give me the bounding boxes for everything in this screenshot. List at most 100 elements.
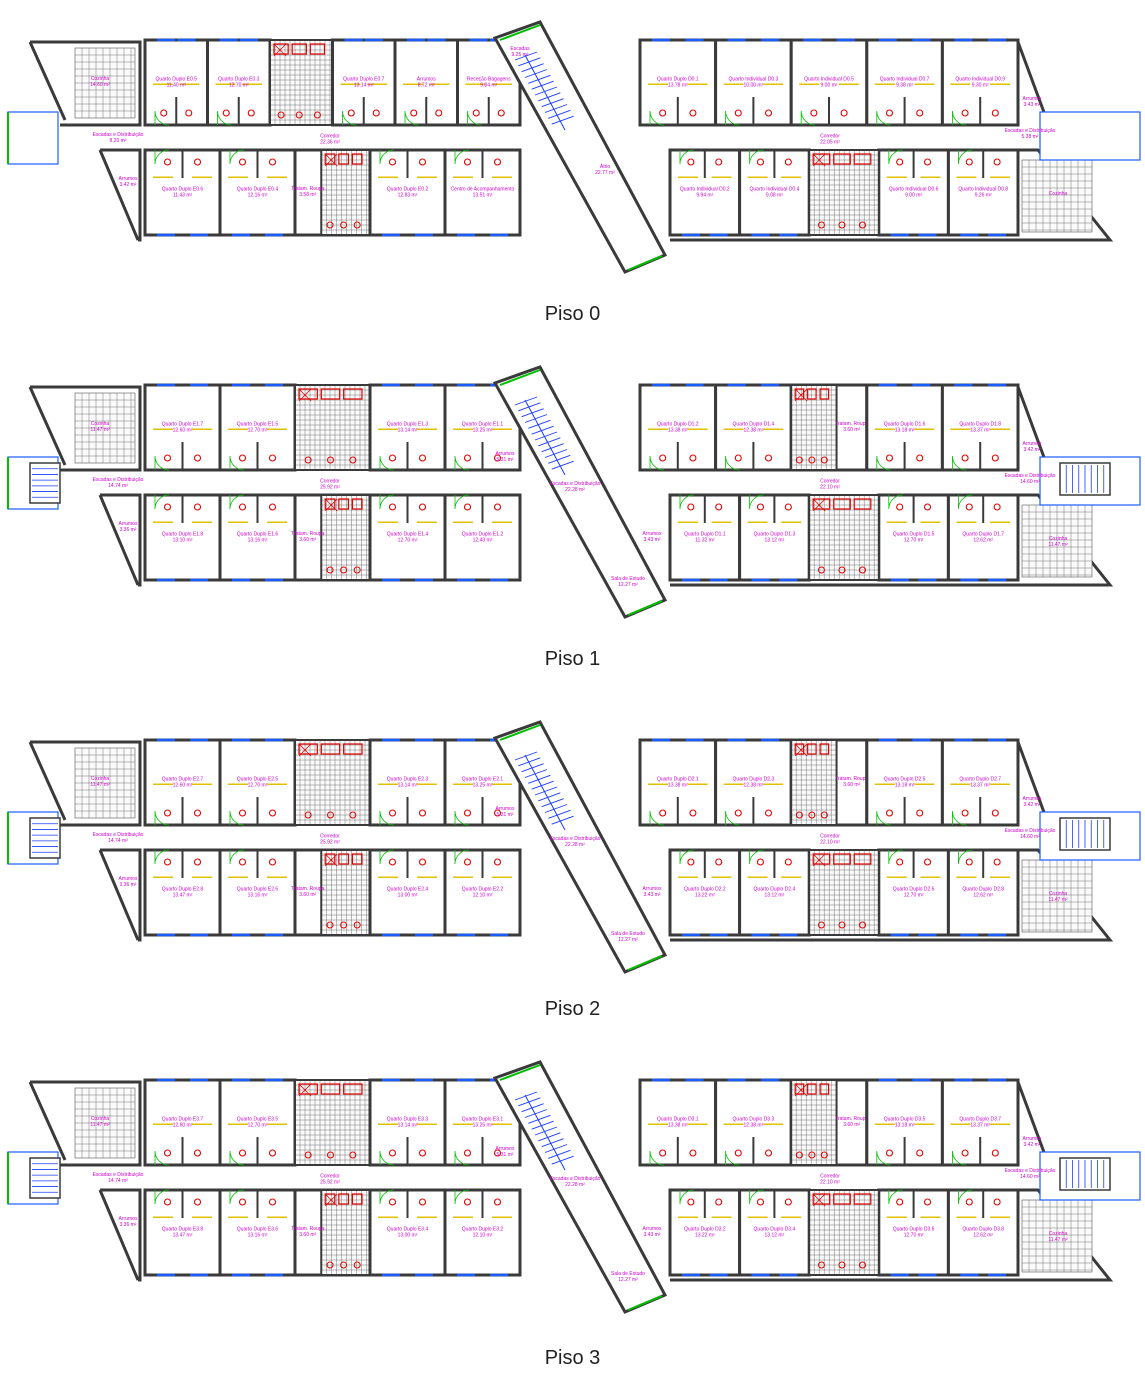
door [888, 1189, 903, 1205]
wc-left-bottom [320, 494, 371, 581]
kitchen-right-tiles [1021, 859, 1093, 933]
door [454, 1150, 470, 1166]
kitchen-right-tiles [1021, 504, 1093, 578]
door [888, 849, 903, 865]
door [154, 810, 170, 826]
wc-right-top [790, 739, 838, 826]
door [229, 849, 245, 865]
stair-right-steps [1059, 1157, 1111, 1191]
door [379, 849, 395, 865]
door [876, 110, 891, 126]
wc-right-top [790, 384, 838, 471]
floor-caption: Piso 0 [544, 303, 601, 325]
wc-right-bottom [808, 494, 880, 581]
center-stair-core [492, 1060, 668, 1314]
door [379, 810, 395, 826]
center-stair-core [492, 365, 668, 619]
center-stair-core [492, 720, 668, 974]
door [379, 1150, 395, 1166]
door [154, 149, 170, 165]
kitchen-right-label: Cozinha [1049, 191, 1068, 197]
door [454, 494, 470, 510]
stair-right-steps [1059, 462, 1111, 496]
door [154, 110, 170, 126]
wc-right-bottom [808, 149, 880, 236]
entrance-right [1039, 111, 1141, 161]
door [229, 1189, 245, 1205]
door [154, 455, 170, 471]
door [888, 149, 903, 165]
door [229, 1150, 245, 1166]
door [454, 149, 470, 165]
wc-left-bottom [320, 1189, 371, 1276]
door [725, 810, 740, 826]
door [229, 455, 245, 471]
door [379, 1189, 395, 1205]
wc-left-top [269, 39, 334, 126]
floor-caption: Piso 1 [544, 648, 601, 670]
